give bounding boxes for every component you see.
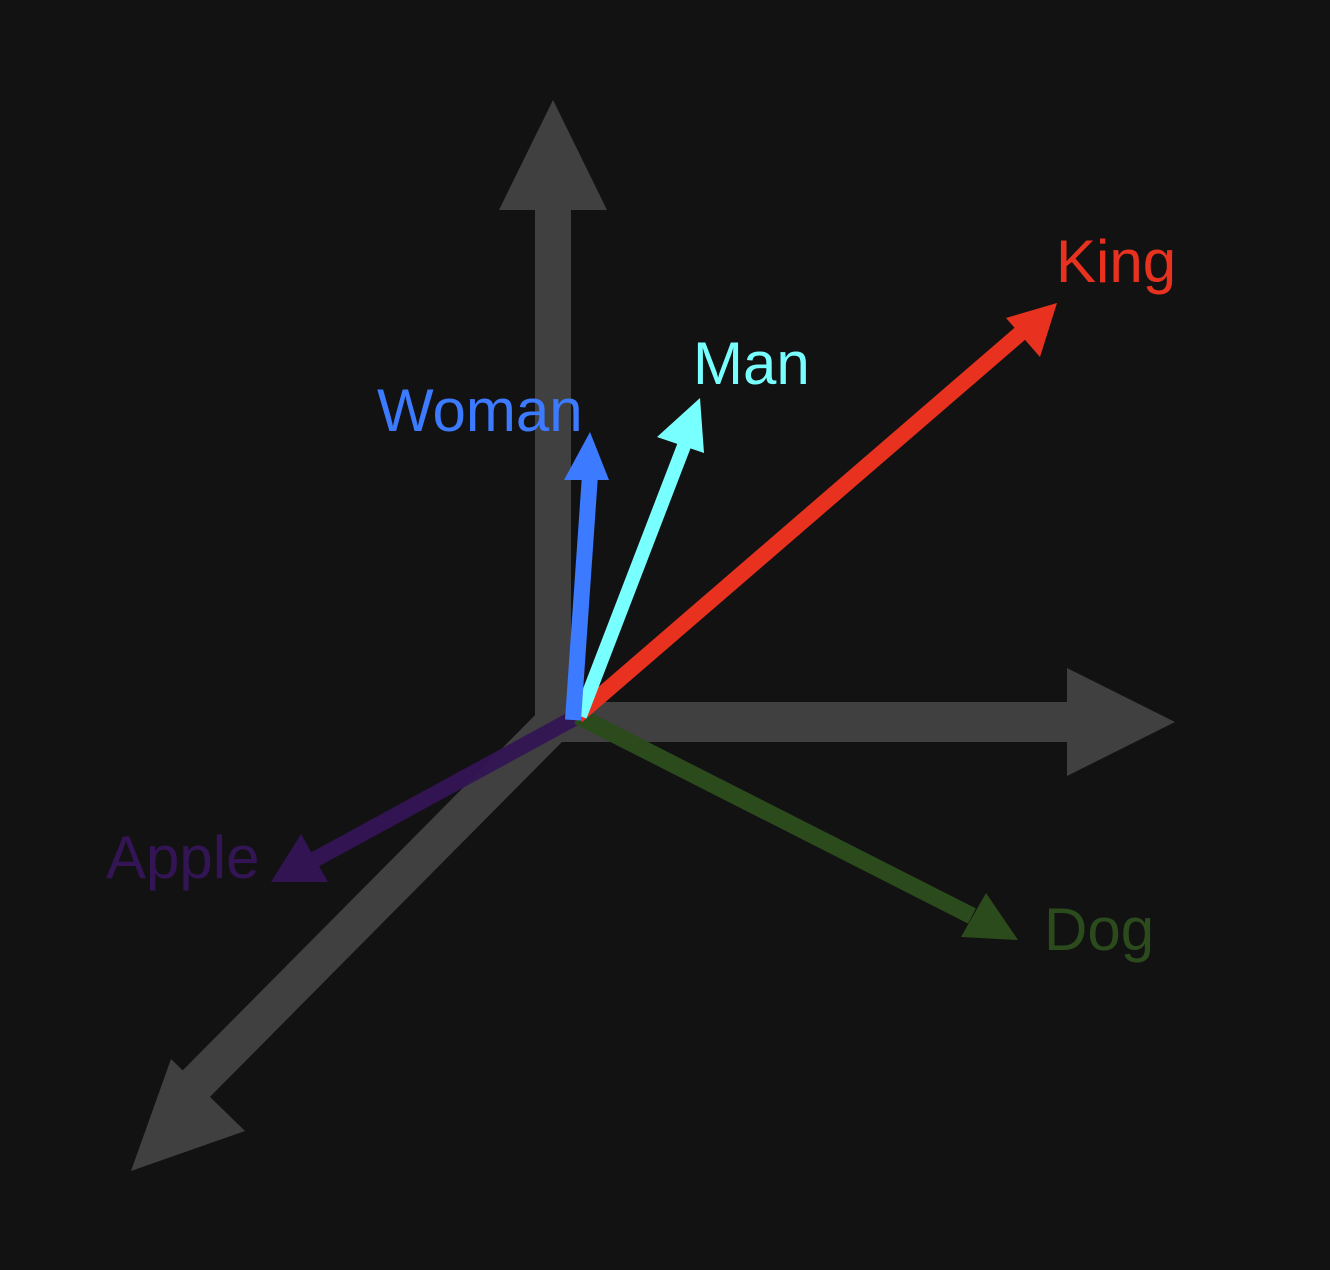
vector-man [573,398,704,719]
man-vector-shaft [573,435,694,719]
apple-vector-shaft [308,708,582,869]
vertical-axis-arrowhead [499,100,607,210]
horizontal-axis-arrowhead [1067,668,1175,776]
dog-label: Dog [1044,896,1154,963]
apple-label: Apple [106,824,259,891]
vector-woman [564,432,609,721]
woman-vector-arrowhead [564,432,609,480]
king-vector-shaft [571,324,1029,723]
depth-axis-arrowhead [131,1059,245,1171]
axes [131,100,1175,1171]
woman-label: Woman [377,377,583,444]
vector-apple [271,708,582,882]
woman-vector-shaft [565,474,598,721]
king-vector-arrowhead [1006,303,1057,357]
king-label: King [1056,228,1176,295]
dog-vector-arrowhead [961,893,1018,940]
vector-king [571,303,1057,723]
vector-dog [574,708,1018,940]
man-label: Man [693,330,810,397]
apple-vector-arrowhead [271,834,328,882]
man-vector-arrowhead [657,398,704,453]
dog-vector-shaft [574,708,976,924]
depth-axis-shaft [176,708,569,1104]
